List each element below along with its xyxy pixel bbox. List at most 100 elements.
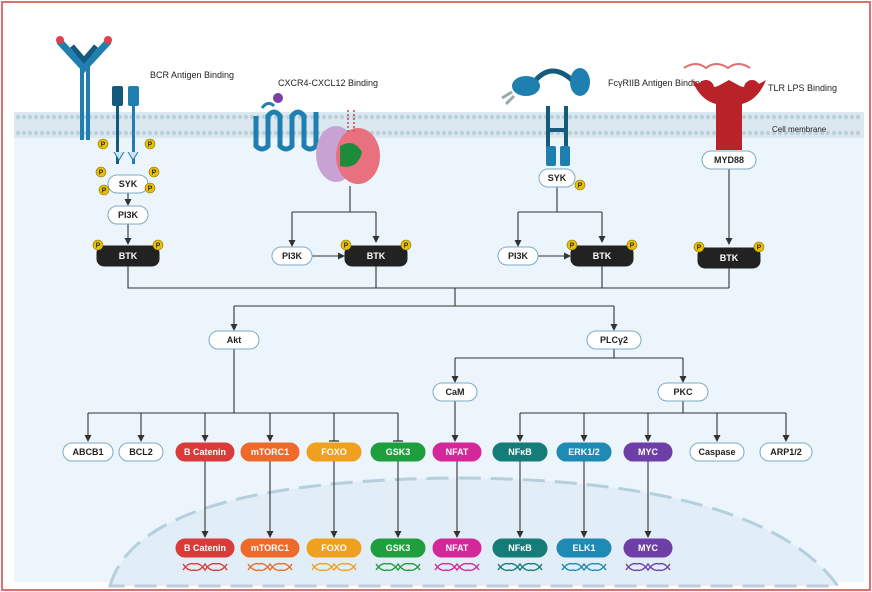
- phosphate-label: P: [344, 242, 349, 249]
- node-label: BTK: [119, 251, 138, 261]
- lipid-head: [609, 130, 615, 136]
- lipid-head: [345, 114, 351, 120]
- lipid-head: [333, 114, 339, 120]
- lipid-head: [609, 114, 615, 120]
- lipid-head: [807, 130, 813, 136]
- node-label: ABCB1: [72, 447, 103, 457]
- lipid-head: [99, 130, 105, 136]
- plcg2-node: PLCγ2: [586, 330, 642, 350]
- lipid-head: [135, 114, 141, 120]
- node-label: PLCγ2: [600, 335, 628, 345]
- lipid-head: [261, 130, 267, 136]
- node-shape: [306, 538, 362, 558]
- pkc-node: PKC: [657, 382, 709, 402]
- lipid-head: [777, 130, 783, 136]
- lipid-head: [801, 114, 807, 120]
- node-shape: [697, 247, 761, 269]
- node-label: GSK3: [386, 447, 411, 457]
- node-label: FOXO: [321, 543, 347, 553]
- target-b-catenin: B Catenin: [175, 442, 235, 462]
- target-foxo: FOXO: [306, 442, 362, 462]
- lipid-head: [489, 130, 495, 136]
- dna-icon: [311, 562, 357, 572]
- lipid-head: [447, 130, 453, 136]
- lipid-head: [819, 130, 825, 136]
- phosphate-label: P: [148, 185, 153, 192]
- node-shape: [657, 382, 709, 402]
- lipid-head: [831, 114, 837, 120]
- node-label: NFAT: [446, 543, 469, 553]
- lipid-head: [675, 114, 681, 120]
- lipid-head: [405, 114, 411, 120]
- lipid-head: [63, 130, 69, 136]
- lipid-head: [747, 114, 753, 120]
- lipid-head: [465, 114, 471, 120]
- lipid-head: [57, 130, 63, 136]
- lipid-head: [657, 114, 663, 120]
- lipid-head: [381, 130, 387, 136]
- lipid-head: [183, 130, 189, 136]
- dna-strand: [561, 562, 607, 572]
- node-label: BTK: [720, 253, 739, 263]
- dna-strand: [375, 562, 421, 572]
- lipid-head: [813, 130, 819, 136]
- lipid-head: [627, 114, 633, 120]
- dna-icon: [561, 562, 607, 572]
- lipid-head: [297, 130, 303, 136]
- lipid-head: [69, 114, 75, 120]
- lipid-head: [219, 130, 225, 136]
- node-shape: [759, 442, 813, 462]
- lipid-head: [687, 130, 693, 136]
- dna-strand: [625, 562, 671, 572]
- lipid-head: [39, 130, 45, 136]
- lipid-head: [621, 130, 627, 136]
- node-shape: [118, 442, 164, 462]
- dna-strand: [625, 562, 671, 572]
- lipid-head: [663, 114, 669, 120]
- lipid-head: [45, 114, 51, 120]
- lipid-head: [195, 130, 201, 136]
- lipid-head: [477, 114, 483, 120]
- lipid-head: [627, 130, 633, 136]
- lipid-head: [573, 114, 579, 120]
- dna-strand: [497, 562, 543, 572]
- btk-node: BTK: [96, 245, 160, 267]
- lipid-head: [435, 114, 441, 120]
- lipid-head: [675, 130, 681, 136]
- lipid-head: [387, 114, 393, 120]
- nuclear-nfat: NFAT: [432, 538, 482, 558]
- syk-node-bcr: SYK: [107, 174, 149, 194]
- lipid-head: [459, 114, 465, 120]
- node-shape: [492, 538, 548, 558]
- lipid-head: [849, 114, 855, 120]
- lipid-head: [141, 114, 147, 120]
- lipid-head: [789, 114, 795, 120]
- node-label: NFκB: [508, 447, 532, 457]
- node-shape: [432, 538, 482, 558]
- lipid-head: [75, 130, 81, 136]
- lipid-head: [27, 130, 33, 136]
- dna-strand: [434, 562, 480, 572]
- lipid-head: [147, 114, 153, 120]
- lipid-head: [33, 114, 39, 120]
- lipid-head: [387, 130, 393, 136]
- lipid-head: [597, 114, 603, 120]
- lipid-head: [567, 114, 573, 120]
- lipid-head: [39, 114, 45, 120]
- lipid-head: [669, 114, 675, 120]
- node-shape: [432, 382, 478, 402]
- lipid-head: [93, 114, 99, 120]
- dna-strand: [311, 562, 357, 572]
- lipid-head: [327, 114, 333, 120]
- lipid-head: [771, 114, 777, 120]
- bcr-label: BCR Antigen Binding: [150, 70, 234, 80]
- lipid-head: [597, 130, 603, 136]
- lipid-head: [651, 130, 657, 136]
- lipid-head: [159, 130, 165, 136]
- target-bcl2: BCL2: [118, 442, 164, 462]
- lipid-head: [765, 130, 771, 136]
- node-shape: [623, 442, 673, 462]
- fcgr-label: FcγRIIB Antigen Binding: [608, 78, 705, 88]
